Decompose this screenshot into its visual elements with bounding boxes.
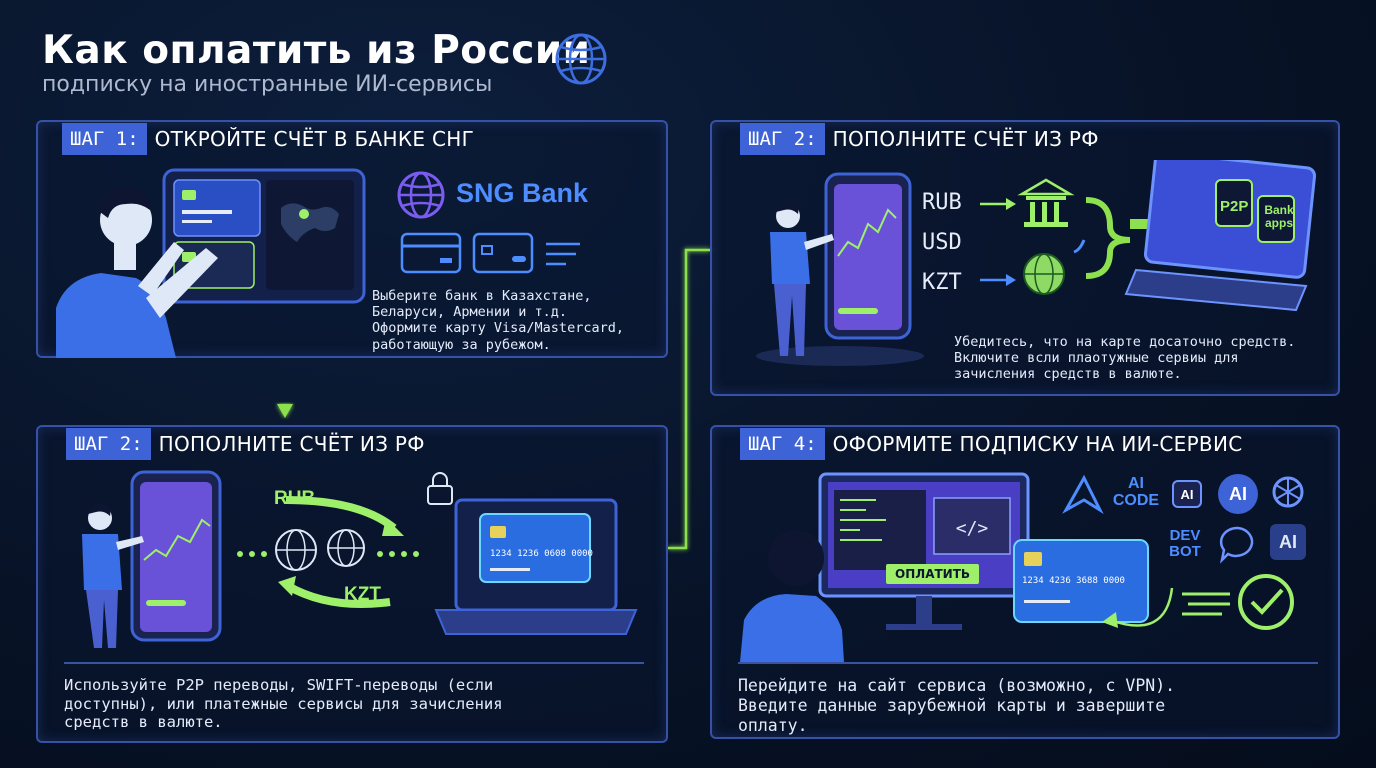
label-kzt: KZT bbox=[344, 584, 381, 605]
step1-header: ШАГ 1: ОТКРОЙТЕ СЧЁТ В БАНКЕ СНГ bbox=[62, 122, 474, 156]
step4-header: ШАГ 4: ОФОРМИТЕ ПОДПИСКУ НА ИИ-СЕРВИС bbox=[740, 427, 1242, 461]
divider bbox=[738, 662, 1318, 664]
step4-description: Перейдите на сайт сервиса (возможно, с V… bbox=[738, 676, 1176, 735]
step4-badge: ШАГ 4: bbox=[740, 428, 825, 460]
pay-button[interactable]: ОПЛАТИТЬ bbox=[886, 564, 980, 584]
ai-square-icon: AI bbox=[1270, 524, 1306, 560]
step2-right-header: ШАГ 2: ПОПОЛНИТЕ СЧЁТ ИЗ РФ bbox=[740, 122, 1099, 156]
step4-title: ОФОРМИТЕ ПОДПИСКУ НА ИИ-СЕРВИС bbox=[832, 432, 1243, 456]
laptop-button-p2p: P2P bbox=[1220, 198, 1249, 215]
openai-icon bbox=[1272, 476, 1304, 508]
step1-description: Выберите банк в Казахстане, Беларуси, Ар… bbox=[372, 288, 624, 353]
arrow-logo-icon bbox=[1062, 474, 1104, 514]
ai-code-icon: AI CODE bbox=[1112, 475, 1160, 509]
step2-right-title: ПОПОЛНИТЕ СЧЁТ ИЗ РФ bbox=[832, 127, 1099, 151]
bank-name: SNG Bank bbox=[456, 178, 589, 208]
page-subtitle: подписку на иностранные ИИ-сервисы bbox=[42, 72, 493, 97]
ai-badge-icon: AI bbox=[1172, 480, 1202, 508]
currency-rub: RUB bbox=[922, 190, 962, 215]
laptop-button-bank-apps: Bank apps bbox=[1264, 203, 1294, 231]
step2-left-header: ШАГ 2: ПОПОЛНИТЕ СЧЁТ ИЗ РФ bbox=[66, 427, 425, 461]
dev-bot-icon: DEV BOT bbox=[1169, 527, 1201, 560]
card-number: 1234 4236 3688 0000 bbox=[1022, 576, 1125, 586]
step2-right-badge: ШАГ 2: bbox=[740, 123, 825, 155]
currency-kzt: KZT bbox=[922, 270, 962, 295]
svg-text:</>: </> bbox=[956, 518, 989, 539]
chat-icon bbox=[1219, 526, 1254, 564]
divider bbox=[64, 662, 644, 664]
currency-usd: USD bbox=[922, 230, 962, 255]
label-rub: RUB bbox=[274, 488, 316, 509]
step2-left-title: ПОПОЛНИТЕ СЧЁТ ИЗ РФ bbox=[158, 432, 425, 456]
phone-transfer-illustration bbox=[82, 470, 638, 648]
globe-icon bbox=[555, 33, 607, 85]
step1-title: ОТКРОЙТЕ СЧЁТ В БАНКЕ СНГ bbox=[154, 127, 475, 151]
tablet-illustration bbox=[56, 168, 366, 358]
page-title: Как оплатить из России bbox=[42, 28, 591, 73]
step2-left-description: Используйте P2P переводы, SWIFT-переводы… bbox=[64, 676, 503, 732]
ai-circle-icon: AI bbox=[1218, 474, 1258, 514]
step2-left-badge: ШАГ 2: bbox=[66, 428, 151, 460]
card-number: 1234 1236 0608 0000 bbox=[490, 549, 593, 559]
step2-right-description: Убедитесь, что на карте досаточно средст… bbox=[954, 334, 1296, 383]
step1-badge: ШАГ 1: bbox=[62, 123, 147, 155]
bank-transfer-illustration bbox=[756, 160, 1317, 366]
globe-icon bbox=[397, 171, 445, 219]
card-icons bbox=[400, 232, 580, 274]
